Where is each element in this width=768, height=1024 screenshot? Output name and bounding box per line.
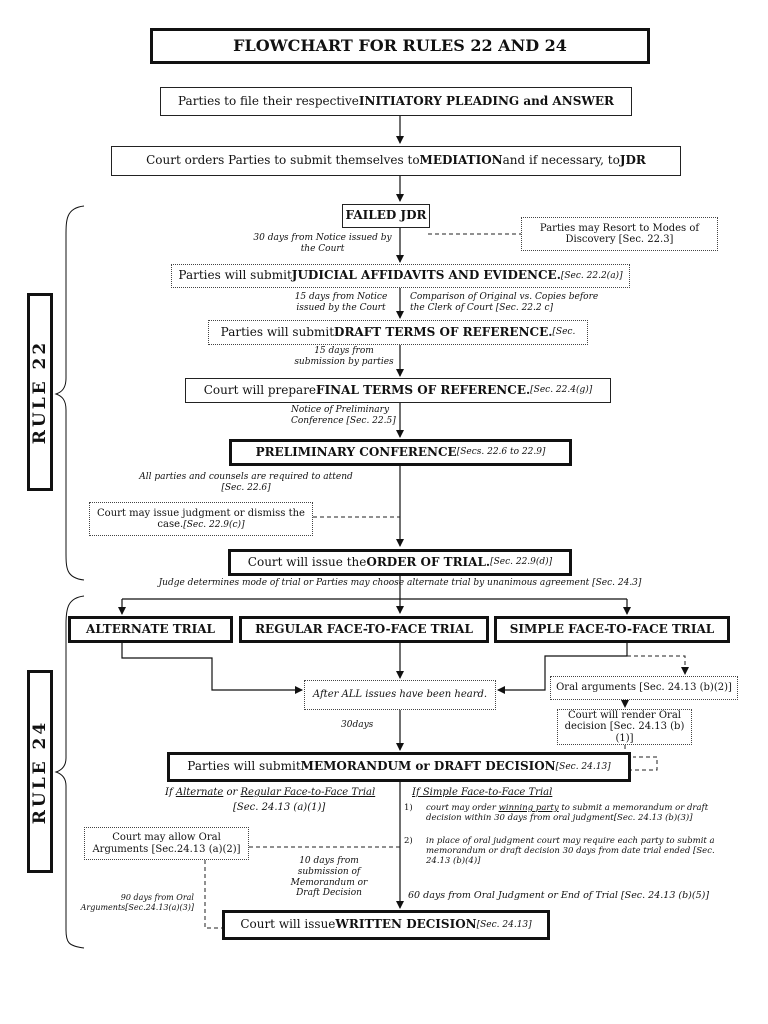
arrow-alternate-afterall bbox=[121, 643, 303, 694]
note-60days: 60 days from Oral Judgment or End of Tri… bbox=[408, 890, 710, 901]
simple-option-1: 1) court may order winning party to subm… bbox=[404, 803, 709, 824]
page-title: FLOWCHART FOR RULES 22 AND 24 bbox=[150, 28, 650, 64]
dash-simple-oral bbox=[627, 655, 689, 675]
note-prelim-notice: Notice of Preliminary Conference [Sec. 2… bbox=[291, 405, 396, 426]
failed-jdr-box: FAILED JDR bbox=[342, 204, 430, 228]
note-judge: Judge determines mode of trial or Partie… bbox=[158, 578, 642, 588]
rule22-bracket bbox=[54, 205, 85, 581]
initiatory-pleading-box: Parties to file their respective INITIAT… bbox=[160, 87, 632, 116]
if-alternate-note: If Alternate or Regular Face-to-Face Tri… bbox=[165, 787, 376, 813]
regular-trial-box: REGULAR FACE-TO-FACE TRIAL bbox=[239, 616, 489, 643]
note-10days: 10 days from submission of Memorandum or… bbox=[290, 856, 368, 899]
note-30days: 30days bbox=[341, 720, 374, 730]
mediation-box: Court orders Parties to submit themselve… bbox=[111, 146, 681, 176]
written-decision-box: Court will issue WRITTEN DECISION[Sec. 2… bbox=[222, 910, 550, 940]
alternate-trial-box: ALTERNATE TRIAL bbox=[68, 616, 233, 643]
simple-trial-box: SIMPLE FACE-TO-FACE TRIAL bbox=[494, 616, 730, 643]
note-15days-submission: 15 days from submission by parties bbox=[294, 346, 394, 367]
dash-allow-written bbox=[204, 860, 222, 929]
preliminary-conference-box: PRELIMINARY CONFERENCE[Secs. 22.6 to 22.… bbox=[229, 439, 572, 466]
after-all-box: After ALL issues have been heard. bbox=[304, 680, 496, 710]
final-terms-box: Court will prepare FINAL TERMS OF REFERE… bbox=[185, 378, 611, 403]
dismiss-box: Court may issue judgment or dismiss the … bbox=[89, 502, 313, 536]
memorandum-box: Parties will submit MEMORANDUM or DRAFT … bbox=[167, 752, 631, 782]
simple-option-2: 2) in place of oral judgment court may r… bbox=[404, 836, 715, 867]
rule-22-label: RULE 22 bbox=[27, 293, 53, 491]
note-15days-notice: 15 days from Notice issued by the Court bbox=[294, 292, 388, 313]
rule24-bracket bbox=[54, 595, 85, 949]
note-90days: 90 days from Oral Arguments[Sec.24.13(a)… bbox=[80, 893, 194, 912]
may-allow-oral-box: Court may allow Oral Arguments [Sec.24.1… bbox=[84, 827, 249, 860]
discovery-box: Parties may Resort to Modes of Discovery… bbox=[521, 217, 718, 251]
if-simple-note: If Simple Face-to-Face Trial bbox=[412, 787, 553, 798]
note-comparison: Comparison of Original vs. Copies before… bbox=[410, 292, 599, 313]
arrow-simple-afterall bbox=[497, 643, 628, 694]
oral-arguments-box: Oral arguments [Sec. 24.13 (b)(2)] bbox=[550, 676, 738, 700]
render-oral-box: Court will render Oral decision [Sec. 24… bbox=[557, 709, 692, 745]
order-of-trial-box: Court will issue the ORDER OF TRIAL. [Se… bbox=[228, 549, 572, 576]
note-30days-notice: 30 days from Notice issued by the Court bbox=[253, 233, 392, 254]
note-all-parties: All parties and counsels are required to… bbox=[139, 472, 353, 493]
rule-24-label: RULE 24 bbox=[27, 670, 53, 873]
